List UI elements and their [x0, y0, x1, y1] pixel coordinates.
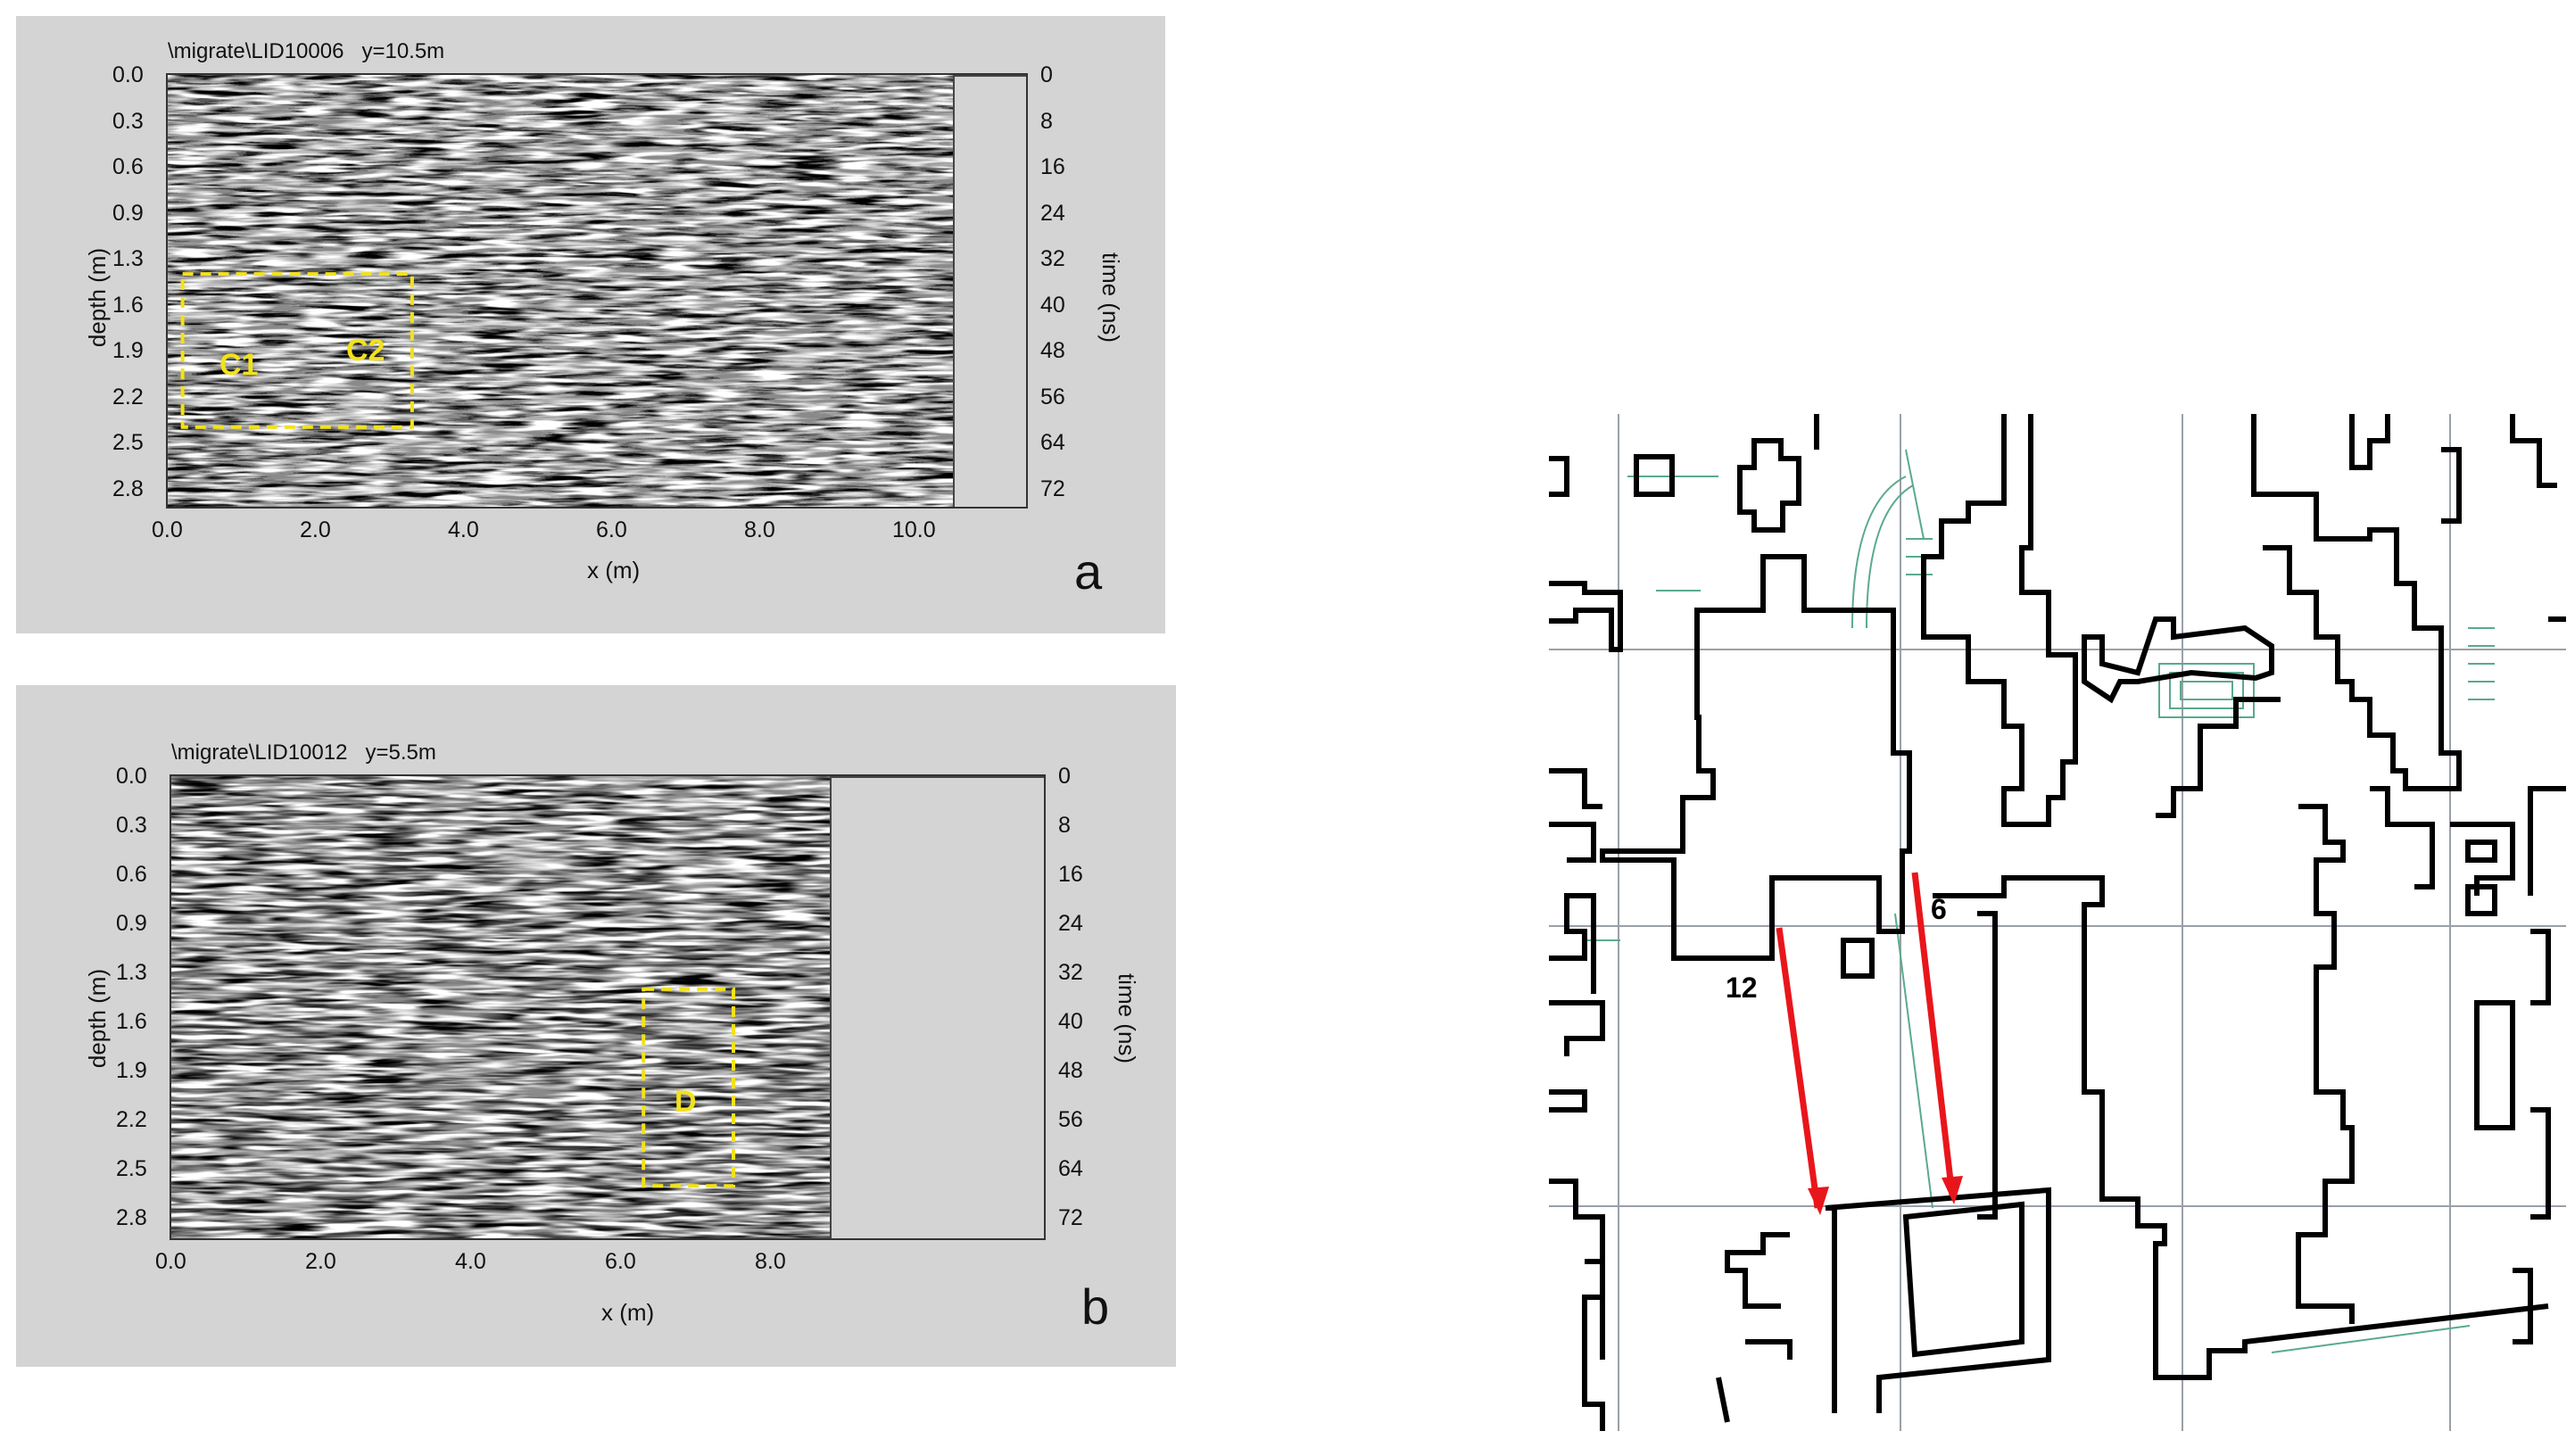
- x-tick-label: 4.0: [448, 517, 479, 542]
- time-tick-label: 16: [1058, 862, 1083, 887]
- x-axis-label-b: x (m): [601, 1299, 655, 1326]
- radargram-panel-b: \migrate\LID10012 y=5.5m D 0.0 0.3 0.6 0.9 1…: [16, 685, 1176, 1367]
- panel-letter-b: b: [1081, 1278, 1110, 1335]
- time-tick-label: 72: [1058, 1205, 1083, 1230]
- depth-tick-label: 2.2: [112, 384, 144, 410]
- radar-section-a: [168, 75, 964, 507]
- arrowhead-6: [1942, 1176, 1963, 1204]
- profile-title-b: \migrate\LID10012 y=5.5m: [171, 740, 436, 765]
- plot-frame-a: [166, 73, 1028, 509]
- profile-label-6: 6: [1931, 893, 1947, 925]
- radar-section-b: [171, 776, 832, 1238]
- x-tick-label: 0.0: [152, 517, 183, 542]
- map-features: [1585, 449, 2495, 1353]
- anomaly-label-c1: C1: [219, 348, 259, 382]
- time-tick-label: 0: [1040, 62, 1053, 87]
- y-axis-label-depth-b: depth (m): [84, 968, 112, 1069]
- time-tick-label: 32: [1040, 246, 1065, 271]
- time-tick-label: 64: [1040, 430, 1065, 455]
- depth-tick-label: 0.6: [112, 154, 144, 179]
- x-tick-label: 2.0: [305, 1249, 336, 1274]
- depth-tick-label: 2.5: [112, 430, 144, 455]
- anomaly-box-d: [642, 987, 736, 1188]
- depth-tick-label: 0.9: [112, 200, 144, 226]
- radargram-panel-a: \migrate\LID10006 y=10.5m C1 C2 0.0 0: [16, 16, 1165, 633]
- time-tick-label: 32: [1058, 960, 1083, 985]
- y-axis-label-time-b: time (ns): [1114, 972, 1141, 1064]
- depth-tick-label: 1.9: [116, 1058, 147, 1083]
- time-tick-label: 0: [1058, 764, 1071, 789]
- time-tick-label: 40: [1058, 1009, 1083, 1034]
- x-tick-label: 8.0: [744, 517, 775, 542]
- time-tick-label: 72: [1040, 476, 1065, 501]
- anomaly-label-d: D: [675, 1085, 697, 1119]
- depth-tick-label: 2.2: [116, 1107, 147, 1132]
- annotation-layer-a: [180, 272, 414, 429]
- site-plan-map: 12 6: [1549, 414, 2566, 1431]
- time-tick-label: 48: [1040, 338, 1065, 363]
- annotation-layer-b: [642, 987, 736, 1188]
- time-tick-label: 24: [1058, 911, 1083, 936]
- anomaly-label-c2: C2: [346, 334, 385, 368]
- x-tick-label: 10.0: [892, 517, 936, 542]
- time-tick-label: 56: [1058, 1107, 1083, 1132]
- x-tick-label: 4.0: [455, 1249, 486, 1274]
- no-data-area-b: [830, 776, 1046, 1240]
- x-tick-label: 0.0: [155, 1249, 186, 1274]
- x-tick-label: 6.0: [596, 517, 627, 542]
- map-walls: [1549, 414, 2566, 1431]
- depth-tick-label: 1.3: [116, 960, 147, 985]
- x-tick-label: 8.0: [755, 1249, 786, 1274]
- profile-arrow-12: [1776, 927, 1821, 1209]
- time-tick-label: 8: [1040, 108, 1053, 134]
- time-tick-label: 56: [1040, 384, 1065, 410]
- profile-label-12: 12: [1726, 972, 1758, 1004]
- profile-arrows: [1776, 872, 1963, 1215]
- x-tick-label: 6.0: [605, 1249, 636, 1274]
- panel-letter-a: a: [1074, 543, 1103, 600]
- y-axis-label-depth-a: depth (m): [84, 247, 112, 348]
- arrowhead-12: [1808, 1187, 1829, 1215]
- depth-tick-label: 2.8: [112, 476, 144, 501]
- time-tick-label: 48: [1058, 1058, 1083, 1083]
- depth-tick-label: 0.3: [112, 108, 144, 134]
- map-grid: [1549, 414, 2566, 1431]
- depth-tick-label: 0.0: [112, 62, 144, 87]
- depth-tick-label: 1.3: [112, 246, 144, 271]
- depth-tick-label: 0.6: [116, 862, 147, 887]
- time-tick-label: 16: [1040, 154, 1065, 179]
- profile-title-a: \migrate\LID10006 y=10.5m: [168, 39, 445, 63]
- depth-tick-label: 2.5: [116, 1156, 147, 1181]
- time-tick-label: 8: [1058, 813, 1071, 838]
- time-tick-label: 40: [1040, 292, 1065, 318]
- x-axis-label-a: x (m): [587, 557, 641, 583]
- depth-tick-label: 0.3: [116, 813, 147, 838]
- time-tick-label: 24: [1040, 200, 1065, 226]
- y-axis-label-time-a: time (ns): [1097, 252, 1125, 343]
- depth-tick-label: 0.0: [116, 764, 147, 789]
- x-tick-label: 2.0: [300, 517, 331, 542]
- plot-frame-b: [170, 774, 1046, 1240]
- time-tick-label: 64: [1058, 1156, 1083, 1181]
- depth-tick-label: 1.6: [116, 1009, 147, 1034]
- depth-tick-label: 2.8: [116, 1205, 147, 1230]
- profile-arrow-6: [1911, 872, 1956, 1196]
- depth-tick-label: 0.9: [116, 911, 147, 936]
- depth-tick-label: 1.6: [112, 292, 144, 318]
- anomaly-box-c1-c2: [180, 272, 414, 429]
- depth-tick-label: 1.9: [112, 338, 144, 363]
